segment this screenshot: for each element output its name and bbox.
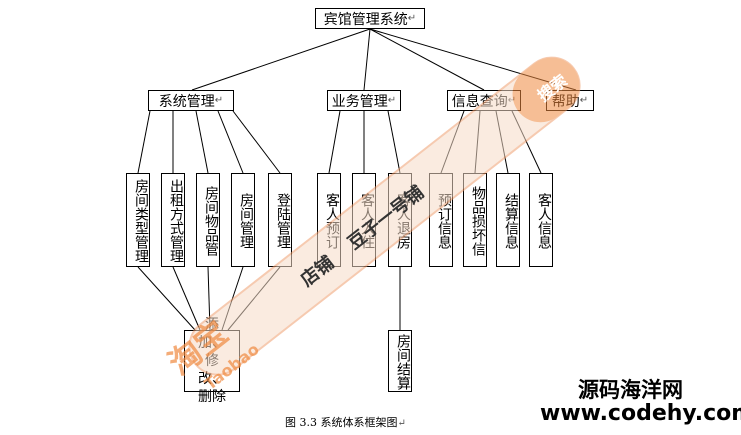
node-room-management: 房间管理 [231, 173, 255, 267]
node-settlement-info: 结算信息 [496, 173, 520, 267]
node-rental-mode-management: 出租方式管理 [161, 173, 185, 267]
site-name-watermark: 源码海洋网 [578, 378, 683, 402]
node-system-management: 系统管理↵ [148, 90, 234, 111]
node-guest-booking: 客人预订 [317, 173, 341, 267]
node-help: 帮助↵ [546, 90, 594, 111]
node-info-query: 信息查询↵ [447, 90, 521, 111]
node-add-edit-delete: 添加、修改、删除 [184, 317, 240, 405]
node-guest-checkout: 客人退房 [388, 173, 412, 267]
node-guest-checkin: 客人入住 [352, 173, 376, 267]
node-business-management: 业务管理↵ [327, 90, 401, 111]
node-room-type-management: 房间类型管理 [126, 173, 150, 267]
node-damage-info: 物品损坏信 [463, 173, 487, 267]
node-root: 宾馆管理系统↵ [315, 8, 425, 29]
node-booking-info: 预订信息 [429, 173, 453, 267]
node-room-items-management: 房间物品管 [196, 173, 220, 267]
node-login-management: 登陆管理 [268, 173, 292, 267]
node-guest-info: 客人信息 [529, 173, 553, 267]
node-room-settlement: 房间结算 [388, 330, 412, 392]
figure-caption: 图 3.3 系统体系框架图↵ [285, 416, 406, 429]
site-url-watermark: www.codehy.com [540, 401, 741, 426]
